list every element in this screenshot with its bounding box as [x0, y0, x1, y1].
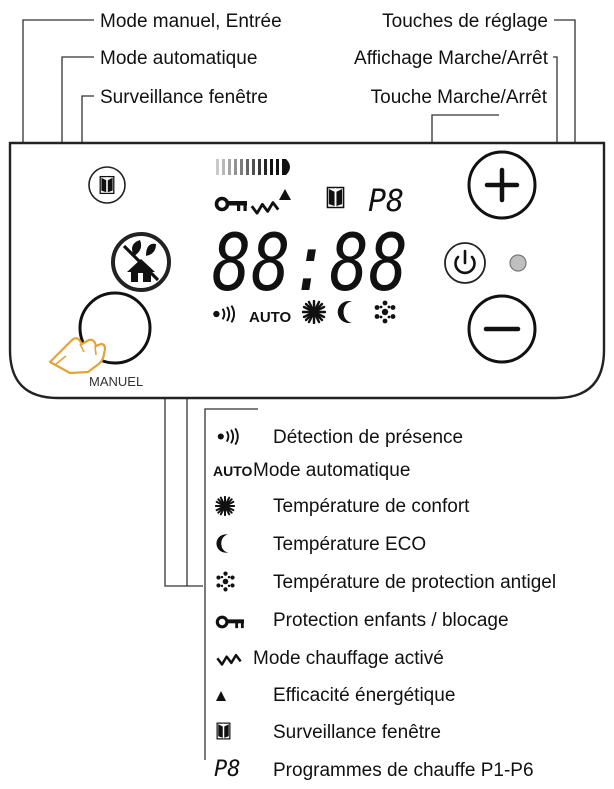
device-body: [8, 141, 606, 400]
label-adjust-keys: Touches de réglage: [382, 11, 548, 32]
plus-button[interactable]: [467, 150, 537, 220]
onoff-indicator-led: [509, 254, 527, 272]
legend-item: Mode chauffage activé: [215, 648, 444, 669]
legend-item: Température ECO: [216, 534, 426, 555]
plus-icon: [484, 167, 520, 203]
presence-detection-icon: [216, 428, 239, 445]
program-icon: P8: [214, 757, 241, 782]
minus-button[interactable]: [467, 294, 537, 364]
legend-label: Mode automatique: [253, 460, 410, 481]
window-icon: [326, 186, 345, 209]
lcd-program: P8: [368, 184, 404, 219]
label-manual-mode: Mode manuel, Entrée: [100, 11, 282, 32]
lcd-auto: AUTO: [249, 309, 292, 326]
auto-mode-button[interactable]: [111, 232, 171, 292]
lcd-digits: 88:88: [212, 219, 408, 309]
sun-comfort-icon: [302, 300, 326, 324]
legend-label: Mode chauffage activé: [253, 648, 444, 669]
level-bar-graph: [216, 159, 290, 175]
legend-label: Température ECO: [273, 534, 426, 555]
moon-eco-icon: [216, 534, 229, 553]
auto-text-icon: AUTO: [213, 463, 253, 479]
label-auto-mode: Mode automatique: [100, 48, 257, 69]
triangle-efficiency-icon: [216, 691, 226, 701]
snowflake-antifreeze-icon: [216, 571, 235, 592]
manual-label: MANUEL: [89, 374, 143, 389]
legend-item: Détection de présence: [216, 427, 463, 448]
heating-wave-icon: [215, 653, 243, 666]
window-icon: [99, 175, 115, 195]
legend-label: Programmes de chauffe P1-P6: [273, 760, 534, 781]
legend-item: Efficacité énergétique: [216, 685, 455, 706]
legend-label: Surveillance fenêtre: [273, 722, 441, 743]
label-onoff-key: Touche Marche/Arrêt: [371, 87, 548, 108]
legend-label: Température de confort: [273, 496, 470, 517]
legend: Détection de présence AUTO Mode automati…: [213, 427, 556, 782]
legend-label: Efficacité énergétique: [273, 685, 455, 706]
legend-item: Surveillance fenêtre: [216, 722, 441, 743]
house-leaf-icon: [122, 240, 160, 282]
legend-label: Protection enfants / blocage: [273, 610, 509, 631]
legend-item: Température de confort: [215, 496, 470, 517]
lcd-display: P8 88:88 AUTO: [212, 159, 408, 326]
window-watch-button[interactable]: [88, 166, 126, 204]
triangle-efficiency-icon: [279, 189, 291, 200]
window-icon: [216, 722, 231, 740]
key-lock-icon: [215, 615, 245, 629]
legend-label: Détection de présence: [273, 427, 463, 448]
legend-item: Protection enfants / blocage: [215, 610, 509, 631]
sun-comfort-icon: [215, 496, 235, 516]
power-button[interactable]: [444, 242, 486, 284]
legend-label: Température de protection antigel: [273, 572, 556, 593]
power-icon: [454, 249, 476, 275]
legend-item: Température de protection antigel: [216, 571, 556, 593]
legend-item: P8 Programmes de chauffe P1-P6: [214, 757, 534, 782]
label-window-watch: Surveillance fenêtre: [100, 87, 268, 108]
label-onoff-display: Affichage Marche/Arrêt: [354, 48, 549, 69]
pointing-hand-icon: [48, 337, 107, 375]
legend-item: AUTO Mode automatique: [213, 460, 410, 481]
